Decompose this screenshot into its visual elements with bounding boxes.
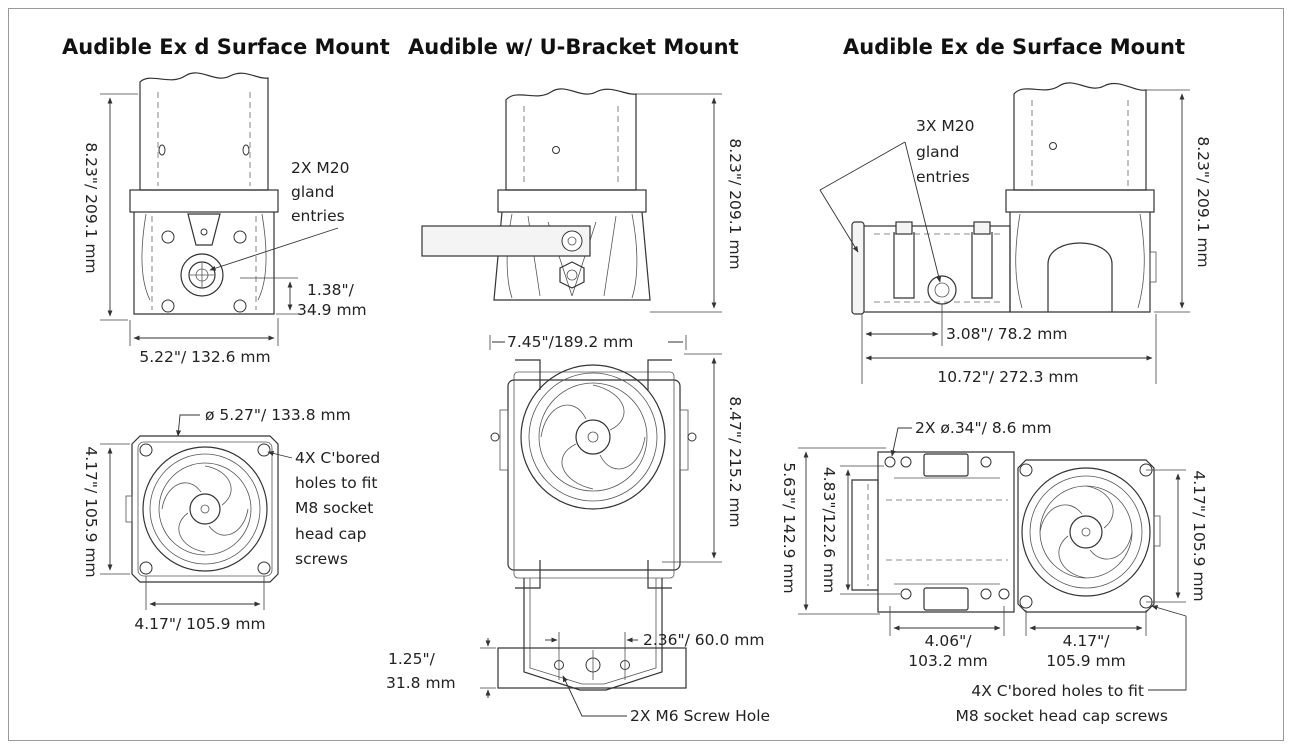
exd-side-height-label: 8.23"/ 209.1 mm [82,142,100,273]
ubracket-side-view: 8.23"/ 209.1 mm [421,88,744,313]
exd-front-height-label: 4.17"/ 105.9 mm [82,446,100,577]
exde-side-width-label: 10.72"/ 272.3 mm [937,368,1078,386]
exde-right-height-label: 4.17"/ 105.9 mm [1190,470,1208,601]
exd-gland-line-2: gland [291,183,334,201]
ubracket-plate-view: 1.25"/ 31.8 mm 2.36"/ 60.0 mm 2X M6 Scre… [386,631,770,725]
heading-u-bracket-mount: Audible w/ U-Bracket Mount [408,35,739,59]
ubracket-plate-screw-label: 2X M6 Screw Hole [630,707,770,725]
exde-box-width-line-1: 4.06"/ [925,632,973,650]
exd-gland-line-1: 2X M20 [291,159,350,177]
exde-inner-height-label: 4.83"/122.6 mm [820,467,838,593]
exde-horn-width-line-2: 105.9 mm [1046,652,1126,670]
exde-gland-line-3: entries [916,168,970,186]
heading-exd-surface-mount: Audible Ex d Surface Mount [62,35,390,59]
exd-front-diameter-label: ø 5.27"/ 133.8 mm [205,406,351,424]
exd-holes-line-1: 4X C'bored [295,449,380,467]
exde-holes-line-2: M8 socket head cap screws [955,707,1168,725]
exd-offset-line-2: 34.9 mm [297,301,367,319]
exd-front-view: ø 5.27"/ 133.8 mm 4.17"/ 105.9 mm 4X C'b… [82,406,380,633]
ubracket-plate-height-line-2: 31.8 mm [386,674,456,692]
ubracket-front-height-label: 8.47"/ 215.2 mm [726,396,744,527]
ubracket-front-view: 7.45"/189.2 mm 8.47"/ 215.2 mm [489,333,744,691]
exde-front-view: 2X ø.34"/ 8.6 mm 5.63"/ 142.9 mm 4.83"/1… [780,419,1208,725]
ubracket-front-width-label: 7.45"/189.2 mm [507,333,633,351]
exde-box-width-line-2: 103.2 mm [908,652,988,670]
heading-exde-surface-mount: Audible Ex de Surface Mount [843,35,1185,59]
exd-side-width-label: 5.22"/ 132.6 mm [139,348,270,366]
exd-gland-line-3: entries [291,207,345,225]
exd-holes-line-3: M8 socket [295,499,373,517]
ubracket-plate-spacing-label: 2.36"/ 60.0 mm [643,631,764,649]
ubracket-plate-height-line-1: 1.25"/ [388,650,436,668]
exd-holes-line-5: screws [295,550,348,568]
exde-horn-width-line-1: 4.17"/ [1063,632,1111,650]
drawing-frame [8,8,1284,741]
exd-holes-line-2: holes to fit [295,474,377,492]
exd-front-width-label: 4.17"/ 105.9 mm [134,615,265,633]
exde-side-view: 3X M20 gland entries 8.23"/ 209.1 mm 3.0… [819,82,1212,386]
exd-offset-line-1: 1.38"/ [307,281,355,299]
exd-holes-line-4: head cap [295,525,366,543]
ubracket-side-height-label: 8.23"/ 209.1 mm [726,138,744,269]
exde-mount-label: 2X ø.34"/ 8.6 mm [915,419,1052,437]
exde-holes-line-1: 4X C'bored holes to fit [971,682,1144,700]
exde-side-offset-label: 3.08"/ 78.2 mm [946,325,1067,343]
exd-side-view: 8.23"/ 209.1 mm 2X M20 gland entries 1.3… [82,72,367,366]
exde-gland-line-1: 3X M20 [916,117,975,135]
exde-gland-line-2: gland [916,143,959,161]
exde-side-height-label: 8.23"/ 209.1 mm [1194,136,1212,267]
exde-outer-height-label: 5.63"/ 142.9 mm [780,462,798,593]
